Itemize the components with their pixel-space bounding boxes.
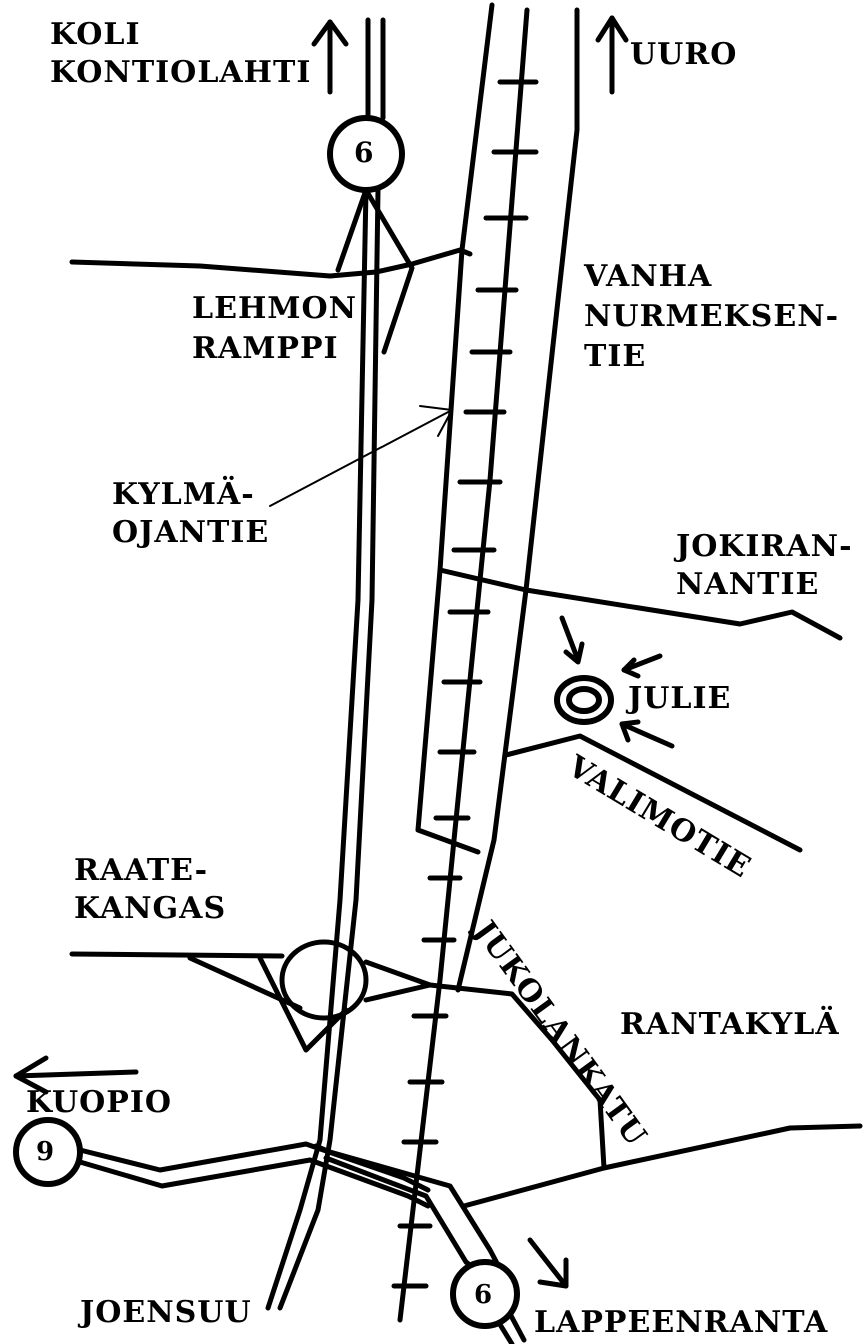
label-joensuu: JOENSUU (80, 1295, 252, 1330)
arrow-up-koli-icon (311, 19, 349, 95)
label-kontiolahti: KONTIOLAHTI (50, 55, 312, 90)
label-lehmon: LEHMON (192, 291, 358, 326)
label-kuopio: KUOPIO (26, 1085, 173, 1120)
label-vanha: VANHA (584, 259, 713, 294)
label-tie: TIE (584, 339, 647, 374)
highway-6 (265, 17, 386, 1311)
arrow-left-kuopio-icon (13, 1055, 139, 1095)
julie-pointer-arrows-icon (559, 615, 675, 749)
label-ramppi: RAMPPI (192, 331, 339, 366)
label-ojantie: OJANTIE (112, 515, 270, 550)
railway (391, 7, 539, 1323)
label-jokiran: JOKIRAN- (676, 529, 853, 564)
shield-6-north-number: 6 (354, 136, 375, 169)
julie-location-marker-icon (554, 675, 614, 725)
kylmaojantie-road (415, 2, 495, 855)
label-julie: JULIE (628, 681, 732, 716)
label-nantie: NANTIE (676, 567, 820, 602)
valimotie-road (503, 733, 803, 853)
vanha-nurmeksentie-road (455, 7, 580, 993)
shield-9-west (13, 1117, 83, 1187)
label-raate: RAATE- (74, 853, 209, 888)
jokiranantie-road (437, 567, 843, 641)
label-rantakyla: RANTAKYLÄ (620, 1007, 840, 1042)
label-nurmeksen: NURMEKSEN- (584, 299, 840, 334)
highway-9 (77, 1141, 431, 1209)
raatekangas-roundabout (69, 939, 607, 1171)
label-kylma: KYLMÄ- (112, 477, 255, 512)
rantakyla-road (461, 1123, 863, 1209)
label-lappeenranta: LAPPEENRANTA (534, 1305, 829, 1340)
label-koli: KOLI (50, 17, 141, 52)
arrow-up-uuro-icon (595, 15, 629, 95)
arrow-down-right-lappeenranta-icon (527, 1237, 569, 1289)
label-kangas: KANGAS (74, 891, 227, 926)
lehmon-interchange (69, 187, 473, 355)
shield-6-south-number: 6 (474, 1280, 494, 1310)
shield-6-north (327, 115, 405, 193)
kylmaojantie-pointer (269, 405, 453, 507)
shield-9-west-number: 9 (36, 1137, 56, 1167)
shield-6-south (450, 1259, 520, 1329)
label-uuro: UURO (630, 37, 738, 72)
